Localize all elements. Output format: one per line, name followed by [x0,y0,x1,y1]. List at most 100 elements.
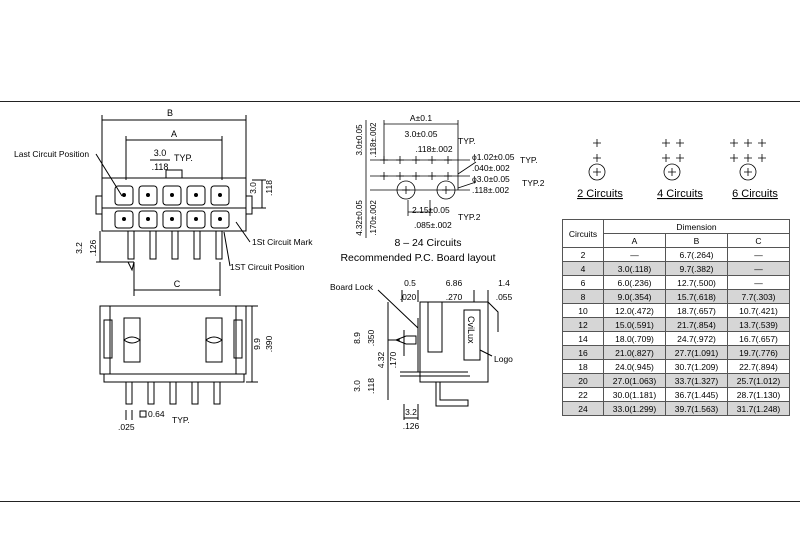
table-cell-n: 24 [562,401,604,416]
pcb-pitch2-mm: 2.15±0.05 [412,205,450,215]
table-cell-a: 3.0(.118) [603,261,666,276]
pcb-hole1-mm: ϕ1.02±0.05 [472,152,515,162]
cvilux-logo: CviLux [466,316,476,344]
pcb-hole-grid [380,156,452,194]
pcb-hole1-in: .040±.002 [472,163,510,173]
table-cell-a: 12.0(.472) [603,303,666,318]
pattern-label-6: 6 Circuits [732,188,778,200]
table-cell-n: 14 [562,331,604,346]
detail-d1-mm: 0.5 [404,278,416,288]
table-cell-c: 22.7(.894) [727,359,790,374]
pcb-pitch1-in: .118±.002 [415,144,452,154]
height-mm-label: 3.0 [248,182,258,194]
pcb-a-tol: A±0.1 [410,113,432,123]
offset-mm-label: 3.2 [74,242,84,254]
table-cell-c: 7.7(.303) [727,289,790,304]
table-cell-b: 24.7(.972) [665,331,728,346]
detail-h3-mm: 3.0 [352,380,362,392]
pcb-hole2-in: .118±.002 [472,185,509,195]
table-cell-c: 16.7(.657) [727,331,790,346]
pcb-title-2: Recommended P.C. Board layout [340,252,495,264]
pcb-left-mm: 3.0±0.05 [355,124,364,156]
circuits-header: Circuits [562,219,604,248]
pattern-label-2: 2 Circuits [577,188,623,200]
pcb-low-in: .170±.002 [369,200,378,236]
table-cell-b: 39.7(1.563) [665,401,728,416]
table-cell-n: 8 [562,289,604,304]
pin-typ-label: TYP. [172,415,190,425]
table-cell-a: 33.0(1.299) [603,401,666,416]
table-cell-n: 16 [562,345,604,360]
first-mark-label: 1St Circuit Mark [252,237,313,247]
table-cell-a: 24.0(.945) [603,359,666,374]
table-cell-b: 33.7(1.327) [665,373,728,388]
pcb-typ2: TYP.2 [522,178,545,188]
pcb-hole2-mm: ϕ3.0±0.05 [472,174,510,184]
table-cell-n: 2 [562,247,604,262]
col-a-header: A [603,233,666,248]
detail-h3-in: .118 [366,378,376,394]
detail-d3-mm: 1.4 [498,278,510,288]
table-cell-b: 15.7(.618) [665,289,728,304]
pin-in-label: .025 [118,422,135,432]
table-cell-a: 30.0(1.181) [603,387,666,402]
table-cell-c: — [727,247,790,262]
table-cell-b: 18.7(.657) [665,303,728,318]
col-c-header: C [727,233,790,248]
dimension-header: Dimension [603,219,790,234]
table-cell-b: 9.7(.382) [665,261,728,276]
detail-d2-mm: 6.86 [446,278,463,288]
table-cell-a: 6.0(.236) [603,275,666,290]
pitch-mm-label: 3.0 [154,148,167,158]
last-circuit-label: Last Circuit Position [14,149,89,159]
detail-d3-in: .055 [496,292,513,302]
logo-label: Logo [494,354,513,364]
side-height-in: .390 [264,335,274,352]
board-lock-label: Board Lock [330,282,374,292]
table-cell-b: 21.7(.854) [665,317,728,332]
pcb-left-in: .118±.002 [369,122,378,157]
table-cell-c: 28.7(1.130) [727,387,790,402]
detail-w-mm: 3.2 [405,407,417,417]
table-cell-b: 30.7(1.209) [665,359,728,374]
pcb-typ2b: TYP.2 [458,212,481,222]
table-cell-c: — [727,275,790,290]
offset-in-label: .126 [88,239,98,256]
height-in-label: .118 [264,180,274,196]
table-cell-a: 27.0(1.063) [603,373,666,388]
table-cell-b: 12.7(.500) [665,275,728,290]
table-cell-n: 22 [562,387,604,402]
dim-a-label: A [171,129,177,139]
pcb-title-1: 8 – 24 Circuits [394,237,461,249]
col-b-header: B [665,233,728,248]
pcb-low-mm: 4.32±0.05 [355,200,364,236]
detail-h2-mm: 4.32 [376,351,386,368]
table-cell-c: — [727,261,790,276]
table-cell-a: — [603,247,666,262]
top-rule [0,101,800,102]
pattern-label-4: 4 Circuits [657,188,703,200]
table-cell-n: 4 [562,261,604,276]
pitch-in-label: .118 [152,162,169,172]
pcb-pitch2-in: .085±.002 [414,220,452,230]
typ-label: TYP. [174,153,193,163]
table-cell-n: 10 [562,303,604,318]
dim-b-label: B [167,108,173,118]
detail-h1-mm: 8.9 [352,332,362,344]
detail-h1-in: .350 [366,329,376,346]
table-cell-c: 19.7(.776) [727,345,790,360]
table-cell-b: 27.7(1.091) [665,345,728,360]
